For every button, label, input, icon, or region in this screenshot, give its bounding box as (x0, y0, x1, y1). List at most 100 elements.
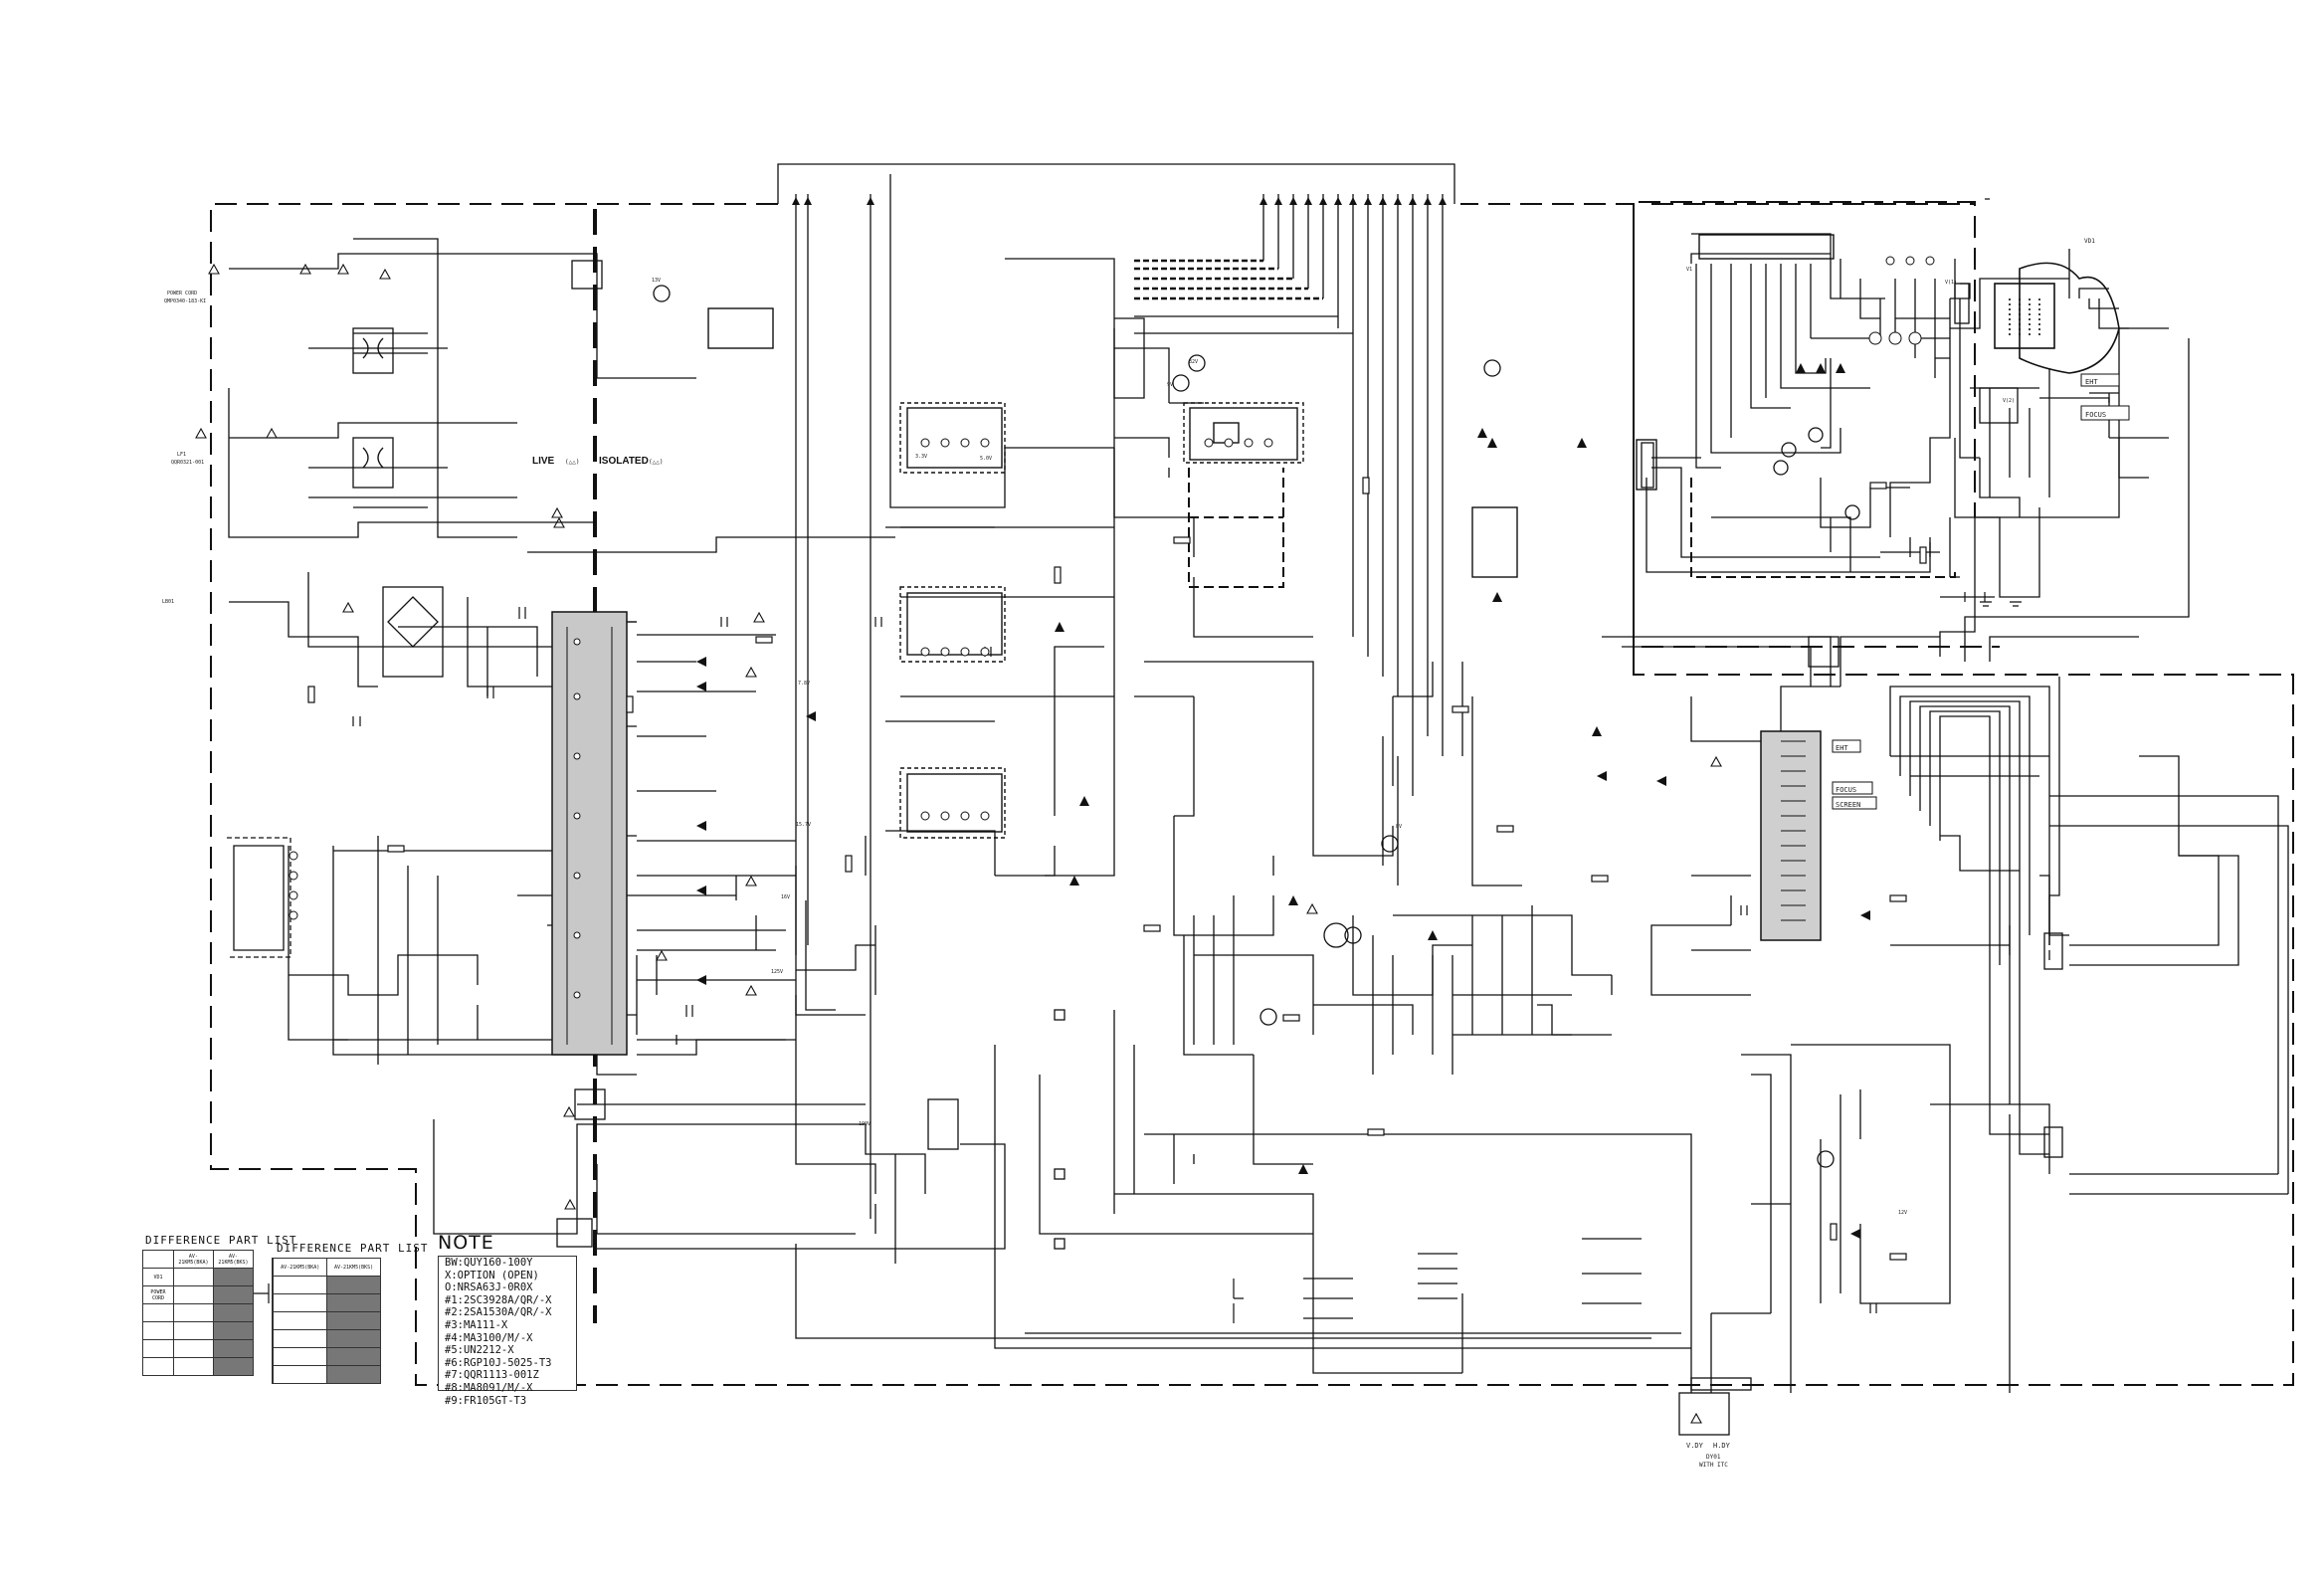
fbt-transformer (1760, 730, 1822, 941)
table-cell (273, 1276, 328, 1294)
focus-label: FOCUS (1836, 786, 1856, 794)
table-cell (271, 1365, 275, 1384)
table-cell (172, 1357, 214, 1376)
main-transformer (551, 611, 628, 1056)
small-parts (248, 592, 1995, 1323)
table-cell (273, 1329, 328, 1348)
table-cell (142, 1250, 174, 1269)
table-cell (172, 1339, 214, 1358)
difference-part-list-1: AV-21KM5(BKA) AV-21KM5(BKS) VD1 POWER CO… (142, 1250, 255, 1376)
eht-label: EHT (1836, 744, 1848, 752)
v157-label: 15.7V (796, 822, 811, 828)
v190-label: 190V (859, 1121, 871, 1127)
table-cell: POWER CORD (142, 1285, 174, 1304)
table-row (142, 1321, 255, 1340)
table-cell (172, 1268, 214, 1286)
lb01-label: LB01 (162, 599, 174, 605)
lf1-label: LF1 (177, 452, 186, 458)
table-cell (326, 1293, 381, 1312)
v16-label: 16V (781, 894, 790, 900)
right-board-wires (1646, 198, 2169, 598)
labels: LIVE (△△) ISOLATED (△△) POWER CORD QMP03… (162, 238, 2106, 1469)
v21-label: V(2) (2003, 398, 2015, 404)
note-line: BW:QUY160-100Y (445, 1257, 533, 1269)
ic-packages (707, 234, 1835, 839)
v11-label: V(1) (1945, 280, 1957, 286)
v32-label: 32V (1189, 359, 1198, 365)
note-line: #7:QQR1113-001Z (445, 1369, 539, 1382)
boxed-labels (1832, 373, 2130, 810)
note-line: X:OPTION (OPEN) (445, 1269, 539, 1281)
power-cord-label: POWER CORD (167, 291, 197, 296)
table-cell (212, 1303, 255, 1322)
power-cord-part: QMP0340-183-KI (164, 298, 206, 304)
table-cell (172, 1321, 214, 1340)
table-cell (172, 1303, 214, 1322)
note-line: #4:MA3100/M/-X (445, 1331, 533, 1344)
table-cell (142, 1357, 174, 1376)
v78-label: 7.8V (798, 681, 810, 687)
vd1-label: VD1 (2084, 238, 2095, 245)
difference-list-title-1: DIFFERENCE PART LIST (145, 1234, 297, 1247)
left-connector-block (227, 837, 291, 958)
note-line: #8:MA8091/M/-X (445, 1381, 533, 1394)
table-row (271, 1311, 381, 1330)
pin-circles (289, 256, 1935, 999)
difference-list-title-2: DIFFERENCE PART LIST (277, 1242, 429, 1255)
table-cell (142, 1321, 174, 1340)
table-cell (212, 1321, 255, 1340)
bridge-rectifier (382, 586, 444, 678)
output-connectors (1054, 1009, 1065, 1250)
live-sublabel: (△△) (565, 459, 579, 466)
isolated-sublabel: (△△) (649, 459, 663, 466)
table-row: AV-21KM5(BKA) AV-21KM5(BKS) (142, 1250, 255, 1269)
with-itc-label: WITH ITC (1699, 1462, 1728, 1469)
transistors (653, 285, 1860, 1168)
table-row (142, 1303, 255, 1322)
dashed-subsections (1188, 468, 1956, 588)
difference-part-list-2: AV-21KM5(BKA) AV-21KM5(BKS) (271, 1258, 381, 1384)
signal-arrows (792, 197, 1447, 205)
table-row (271, 1347, 381, 1366)
dy01-label: DY01 (1706, 1454, 1721, 1461)
live-label: LIVE (532, 456, 555, 467)
note-title: NOTE (438, 1232, 494, 1254)
screen-label: SCREEN (1836, 801, 1860, 809)
table-cell: AV-21KM5(BKA) (172, 1250, 214, 1269)
table-row (271, 1365, 381, 1384)
v9-label: 9V (1167, 382, 1173, 388)
table-cell (326, 1329, 381, 1348)
table-cell (326, 1311, 381, 1330)
crt (1994, 262, 2120, 374)
table-cell: AV-21KM5(BKS) (326, 1258, 381, 1277)
note-line: #9:FR105GT-T3 (445, 1394, 527, 1407)
note-line: #3:MA111-X (445, 1318, 508, 1331)
bus-lines (777, 163, 1455, 1219)
table-cell (212, 1339, 255, 1358)
table-cell (142, 1303, 174, 1322)
table-cell (172, 1285, 214, 1304)
table-row (142, 1339, 255, 1358)
focus-label-top: FOCUS (2085, 411, 2106, 419)
lf1-part: QQR0321-001 (171, 460, 204, 466)
resistor-symbols (307, 477, 1927, 1261)
table-row (271, 1293, 381, 1312)
table-cell: AV-21KM5(BKS) (212, 1250, 255, 1269)
table-cell (212, 1285, 255, 1304)
table-row (271, 1276, 381, 1294)
table-cell (212, 1268, 255, 1286)
v13-label: 13V (652, 278, 661, 284)
note-line: #1:2SC3928A/QR/-X (445, 1293, 552, 1306)
wires (228, 238, 2289, 1393)
v8-label: 8V (1396, 824, 1402, 830)
table-cell (273, 1347, 328, 1366)
board-outlines (210, 201, 2294, 1386)
note-line: #6:RGP10J-5025-T3 (445, 1356, 552, 1369)
line-filters (352, 260, 959, 1248)
hdy-label: H.DY (1713, 1442, 1731, 1450)
v5-label: 5.0V (980, 456, 992, 462)
note-box: BW:QUY160-100Y X:OPTION (OPEN) O:NRSA63J… (438, 1256, 577, 1407)
table-cell (212, 1357, 255, 1376)
table-cell (326, 1276, 381, 1294)
eht-label-top: EHT (2085, 378, 2098, 386)
